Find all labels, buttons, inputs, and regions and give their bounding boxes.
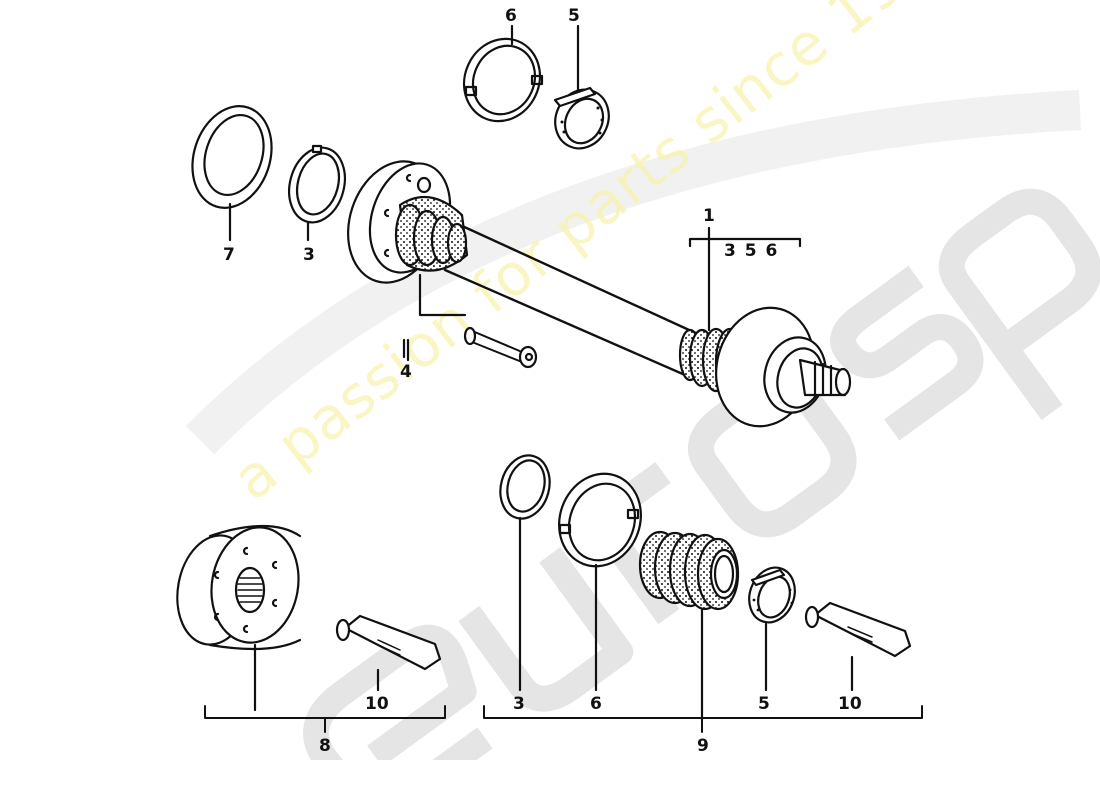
callout-4[interactable]: 4	[400, 362, 412, 382]
part-3-circlip-bottom[interactable]	[494, 450, 557, 692]
callout-1[interactable]: 1	[703, 206, 715, 226]
callout-5-top[interactable]: 5	[568, 6, 580, 26]
callout-10-right[interactable]: 10	[838, 694, 862, 714]
part-9-boot[interactable]	[638, 530, 740, 722]
part-4-bolt[interactable]	[402, 273, 538, 369]
part-6-clamp-bottom[interactable]	[546, 462, 653, 692]
callout-6-bottom[interactable]: 6	[590, 694, 602, 714]
callout-6-top[interactable]: 6	[505, 6, 517, 26]
part-8-cv-joint[interactable]	[169, 520, 307, 712]
part-5-clamp-top[interactable]	[546, 24, 618, 157]
callout-9[interactable]: 9	[697, 736, 709, 756]
callout-7[interactable]: 7	[223, 245, 235, 265]
part-10-grease-tube-left[interactable]	[335, 614, 442, 692]
part-10-grease-tube-right[interactable]	[804, 601, 912, 692]
callout-10-left[interactable]: 10	[365, 694, 389, 714]
part-1-drive-shaft[interactable]	[333, 149, 852, 437]
callout-1-sub: 3 5 6	[724, 241, 778, 261]
callout-3-bottom[interactable]: 3	[513, 694, 525, 714]
callout-8[interactable]: 8	[319, 736, 331, 756]
part-6-clamp-top[interactable]	[451, 24, 554, 134]
part-5-clamp-bottom[interactable]	[742, 561, 802, 692]
part-3-circlip-top[interactable]	[281, 141, 353, 242]
callout-3-top[interactable]: 3	[303, 245, 315, 265]
bracket-kit-8	[204, 705, 446, 719]
part-7-gasket[interactable]	[180, 96, 284, 242]
callout-5-bottom[interactable]: 5	[758, 694, 770, 714]
